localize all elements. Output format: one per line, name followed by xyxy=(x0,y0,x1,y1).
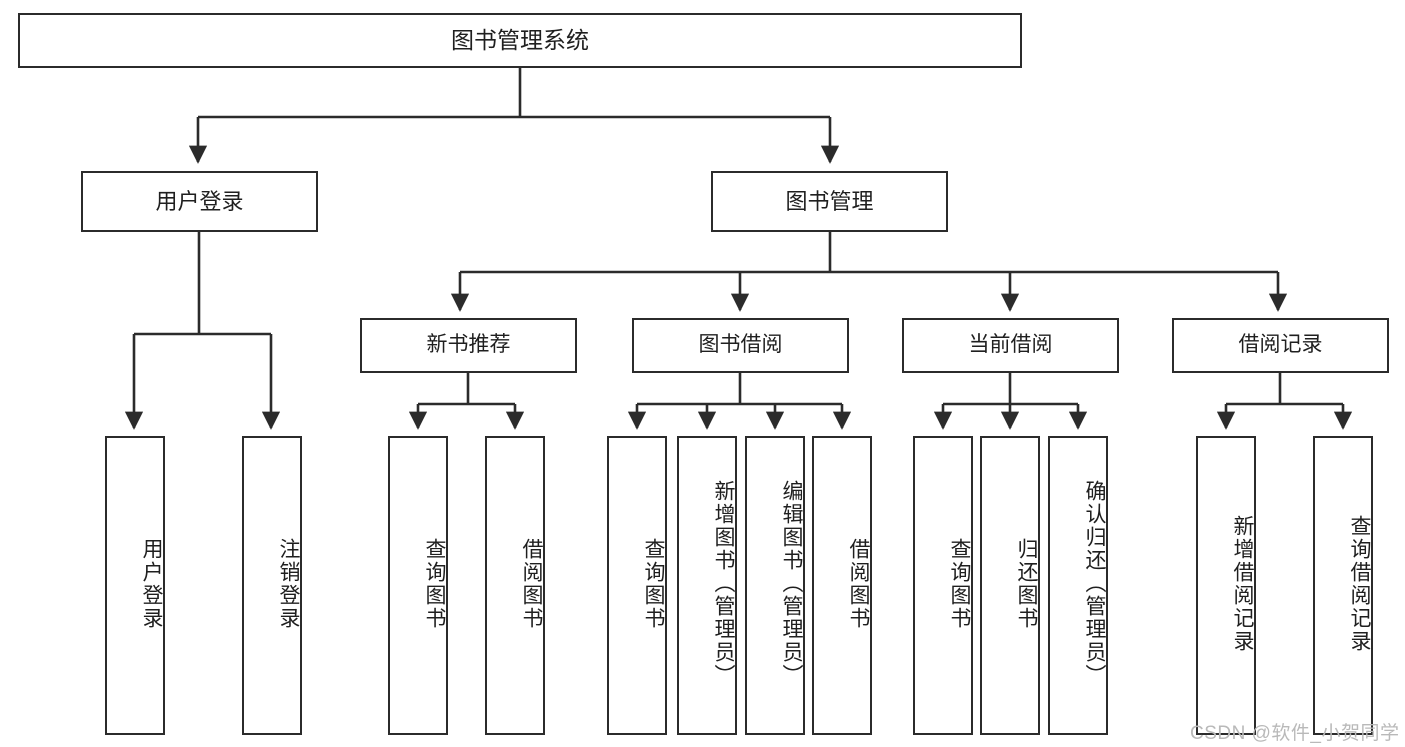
node-label: 用户登录 xyxy=(140,537,163,630)
node-label: 归还图书 xyxy=(1015,537,1038,630)
node-label: 确认归还（管理员） xyxy=(1083,480,1106,687)
node-book-manage[interactable]: 图书管理 xyxy=(711,171,948,232)
node-new-book-recommend[interactable]: 新书推荐 xyxy=(360,318,577,373)
node-label: 新增借阅记录 xyxy=(1231,514,1254,653)
leaf-add-book[interactable]: 新增图书（管理员） xyxy=(677,436,737,735)
leaf-return-book[interactable]: 归还图书 xyxy=(980,436,1040,735)
node-label: 查询图书 xyxy=(948,537,971,630)
node-label: 借阅记录 xyxy=(1238,333,1323,357)
leaf-edit-book[interactable]: 编辑图书（管理员） xyxy=(745,436,805,735)
node-label: 图书借阅 xyxy=(698,333,783,357)
leaf-add-borrow-record[interactable]: 新增借阅记录 xyxy=(1196,436,1256,735)
leaf-borrow-book-recommend[interactable]: 借阅图书 xyxy=(485,436,545,735)
node-label: 图书管理 xyxy=(785,188,874,214)
node-label: 用户登录 xyxy=(155,188,244,214)
node-root-system[interactable]: 图书管理系统 xyxy=(18,13,1022,68)
leaf-query-book-recommend[interactable]: 查询图书 xyxy=(388,436,448,735)
leaf-query-book-borrow[interactable]: 查询图书 xyxy=(607,436,667,735)
node-label: 借阅图书 xyxy=(520,537,543,630)
node-label: 图书管理系统 xyxy=(451,27,589,54)
node-label: 注销登录 xyxy=(277,537,300,630)
leaf-confirm-return[interactable]: 确认归还（管理员） xyxy=(1048,436,1108,735)
leaf-query-book-current[interactable]: 查询图书 xyxy=(913,436,973,735)
leaf-borrow-book[interactable]: 借阅图书 xyxy=(812,436,872,735)
leaf-user-login[interactable]: 用户登录 xyxy=(105,436,165,735)
node-label: 查询图书 xyxy=(423,537,446,630)
node-label: 当前借阅 xyxy=(968,333,1053,357)
node-borrow-record[interactable]: 借阅记录 xyxy=(1172,318,1389,373)
node-current-borrow[interactable]: 当前借阅 xyxy=(902,318,1119,373)
node-label: 新增图书（管理员） xyxy=(712,480,735,687)
node-label: 查询图书 xyxy=(642,537,665,630)
node-label: 编辑图书（管理员） xyxy=(780,480,803,687)
watermark-credit: CSDN @软件_小贺同学 xyxy=(1190,723,1400,744)
leaf-logout[interactable]: 注销登录 xyxy=(242,436,302,735)
node-user-login[interactable]: 用户登录 xyxy=(81,171,318,232)
node-label: 借阅图书 xyxy=(847,537,870,630)
node-label: 新书推荐 xyxy=(426,333,511,357)
node-label: 查询借阅记录 xyxy=(1348,514,1371,653)
leaf-query-borrow-record[interactable]: 查询借阅记录 xyxy=(1313,436,1373,735)
node-book-borrow[interactable]: 图书借阅 xyxy=(632,318,849,373)
